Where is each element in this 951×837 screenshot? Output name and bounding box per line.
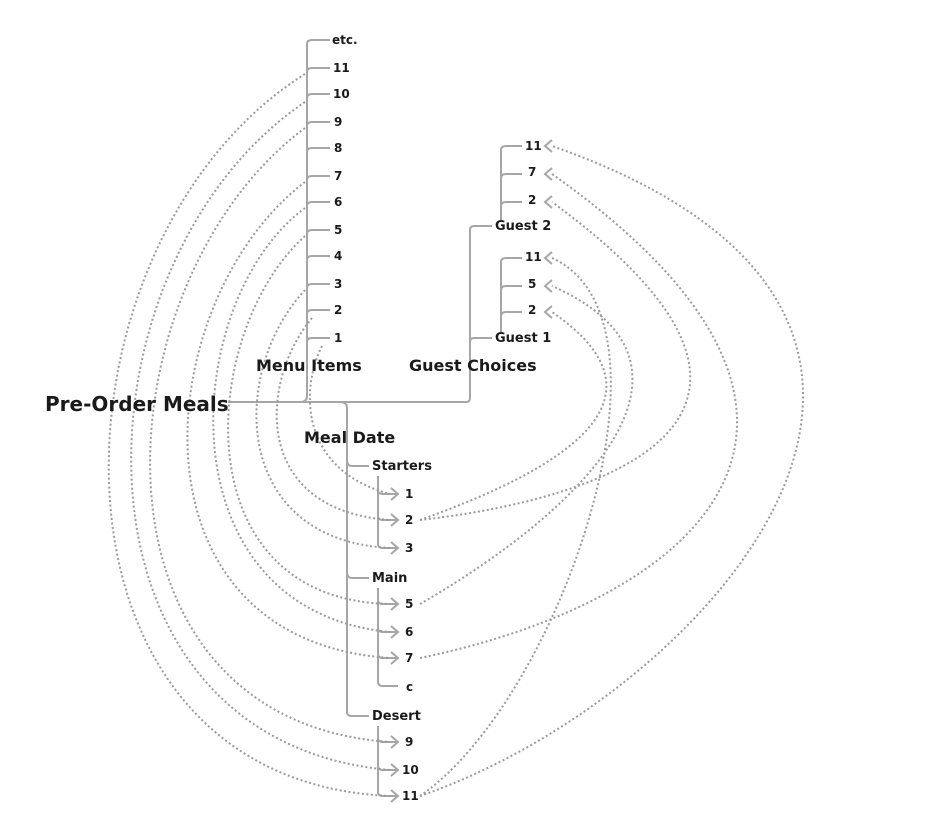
arrowhead-g1-11 — [543, 251, 553, 265]
arrowhead-course-9 — [390, 735, 400, 749]
menu-item-8[interactable]: 8 — [334, 141, 343, 155]
guest-2-choice-2[interactable]: 2 — [528, 193, 537, 207]
menu-item-tick — [306, 121, 330, 127]
arrowhead-course-6 — [390, 625, 400, 639]
menu-item-tick — [306, 229, 330, 235]
arrowhead-g2-2 — [543, 195, 553, 209]
menu-item-1[interactable]: 1 — [334, 331, 343, 345]
link-menu-3 — [255, 289, 391, 549]
starters-item-2[interactable]: 2 — [405, 513, 414, 527]
menu-item-7[interactable]: 7 — [334, 169, 343, 183]
tick-guest-1-5 — [500, 285, 522, 291]
link-menu-7 — [186, 181, 391, 659]
tick-desert-9 — [377, 737, 398, 743]
menu-item-tick — [306, 337, 330, 343]
arrowhead-course-7 — [390, 651, 400, 665]
guest-2-node[interactable]: Guest 2 — [495, 219, 552, 234]
root-node[interactable]: Pre-Order Meals — [45, 392, 229, 416]
course-starters[interactable]: Starters — [372, 459, 432, 474]
desert-item-9[interactable]: 9 — [405, 735, 414, 749]
desert-item-10[interactable]: 10 — [402, 763, 419, 777]
arrowhead-g2-7 — [543, 167, 553, 181]
connector-main — [346, 571, 369, 579]
main-item-6[interactable]: 6 — [405, 625, 414, 639]
link-menu-10 — [130, 101, 391, 771]
arrowhead-course-3 — [390, 541, 400, 555]
menu-item-tick — [306, 147, 330, 153]
link-main-7-to-guest-2 — [419, 173, 738, 659]
menu-item-9[interactable]: 9 — [334, 115, 343, 129]
arrowhead-course-11 — [390, 789, 400, 803]
starters-item-3[interactable]: 3 — [405, 541, 414, 555]
guest-1-choice-11[interactable]: 11 — [525, 250, 542, 264]
meal-date-node[interactable]: Meal Date — [304, 428, 396, 447]
menu-item-etc[interactable]: etc. — [332, 33, 358, 47]
link-menu-9 — [149, 127, 391, 743]
arrowhead-g1-5 — [543, 279, 553, 293]
tick-guest-2-2 — [500, 201, 522, 207]
connector-meal-date — [339, 401, 369, 717]
arrowhead-course-2 — [390, 513, 400, 527]
desert-item-11[interactable]: 11 — [402, 789, 419, 803]
menu-item-tick — [306, 283, 330, 289]
link-starters-2-to-guest-2 — [419, 201, 692, 521]
menu-item-6[interactable]: 6 — [334, 195, 343, 209]
menu-item-tick — [306, 67, 330, 73]
menu-item-tick — [306, 309, 330, 315]
menu-item-5[interactable]: 5 — [334, 223, 343, 237]
tick-guest-1-2 — [500, 311, 522, 317]
connector-starters-items — [377, 476, 398, 549]
starters-item-1[interactable]: 1 — [405, 487, 414, 501]
tick-main-5 — [377, 599, 398, 605]
menu-item-3[interactable]: 3 — [334, 277, 343, 291]
guest-choices-node[interactable]: Guest Choices — [409, 356, 537, 375]
link-menu-6 — [212, 207, 391, 633]
main-item-7[interactable]: 7 — [405, 651, 414, 665]
link-menu-2 — [275, 317, 391, 521]
tick-guest-2-7 — [500, 173, 522, 179]
connector-starters — [346, 459, 369, 467]
guest-2-choice-11[interactable]: 11 — [525, 139, 542, 153]
guest-1-choice-5[interactable]: 5 — [528, 277, 537, 291]
link-desert-11-to-guest-2 — [419, 145, 804, 797]
arrowhead-course-5 — [390, 597, 400, 611]
guest-2-choice-7[interactable]: 7 — [528, 165, 537, 179]
menu-item-4[interactable]: 4 — [334, 249, 343, 263]
link-menu-11 — [107, 73, 391, 797]
menu-items-node[interactable]: Menu Items — [256, 356, 362, 375]
link-menu-5 — [227, 235, 391, 605]
connector-guest-2-choices — [500, 145, 522, 220]
main-item-c[interactable]: c — [406, 680, 414, 694]
link-main-5-to-guest-1 — [419, 285, 634, 605]
link-menu-1 — [308, 345, 391, 495]
menu-item-tick — [306, 201, 330, 207]
main-item-5[interactable]: 5 — [405, 597, 414, 611]
connector-main-items — [377, 588, 398, 687]
arrowhead-g2-11 — [543, 139, 553, 153]
menu-item-tick — [306, 175, 330, 181]
connector-menu-items — [299, 39, 330, 403]
link-desert-11-to-guest-1 — [419, 257, 612, 797]
menu-item-11[interactable]: 11 — [333, 61, 350, 75]
menu-item-10[interactable]: 10 — [333, 87, 350, 101]
connector-guest-choices — [228, 225, 492, 403]
menu-item-2[interactable]: 2 — [334, 303, 343, 317]
connector-desert-items — [377, 726, 398, 797]
guest-1-choice-2[interactable]: 2 — [528, 303, 537, 317]
menu-item-tick — [306, 93, 330, 99]
guest-1-node[interactable]: Guest 1 — [495, 331, 552, 346]
arrowhead-course-10 — [390, 763, 400, 777]
course-desert[interactable]: Desert — [372, 709, 421, 724]
connector-guest-1 — [469, 337, 492, 343]
tick-main-6 — [377, 627, 398, 633]
connector-guest-1-choices — [500, 257, 522, 334]
course-main[interactable]: Main — [372, 571, 408, 586]
arrowhead-g1-2 — [543, 305, 553, 319]
menu-item-tick — [306, 255, 330, 261]
link-starters-2-to-guest-1 — [419, 311, 608, 521]
arrowhead-course-1 — [390, 487, 400, 501]
